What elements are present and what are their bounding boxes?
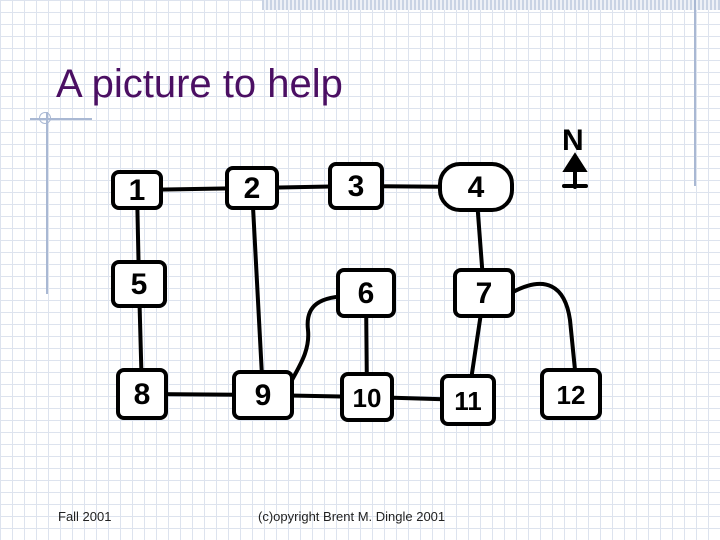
room-label-11: 11 [454,386,482,416]
title-underline-rule [30,118,92,120]
connection-7-12 [511,281,577,372]
room-label-8: 8 [134,378,151,411]
room-box-9 [232,370,294,420]
room-box-11 [440,374,496,426]
room-box-12 [540,368,602,420]
room-node-1: 1 [111,170,163,210]
room-label-2: 2 [244,172,261,205]
room-box-1 [111,170,163,210]
footer-copyright: (c)opyright Brent M. Dingle 2001 [258,509,446,524]
room-node-2: 2 [225,166,279,210]
compass: N [562,124,588,189]
room-box-3 [328,162,384,210]
room-box-4 [438,162,514,212]
room-node-5: 5 [111,260,167,308]
room-node-10: 10 [340,372,394,422]
room-box-8 [116,368,168,420]
room-node-8: 8 [116,368,168,420]
room-label-6: 6 [358,277,375,310]
room-box-7 [453,268,515,318]
room-label-10: 10 [353,383,382,413]
room-box-5 [111,260,167,308]
room-node-6: 6 [336,268,396,318]
room-label-5: 5 [131,268,148,301]
slide-title: A picture to help [56,62,343,106]
left-decor-rule [46,112,48,294]
room-label-12: 12 [557,380,586,410]
room-label-1: 1 [129,174,146,207]
room-node-4: 4 [438,162,514,212]
room-node-12: 12 [540,368,602,420]
room-node-11: 11 [440,374,496,426]
connection-2-9 [250,186,265,397]
room-label-4: 4 [468,171,485,204]
top-decor-band [262,0,720,10]
room-label-9: 9 [255,379,272,412]
room-box-6 [336,268,396,318]
north-arrow-icon [562,152,588,189]
room-box-10 [340,372,394,422]
room-node-3: 3 [328,162,384,210]
room-node-9: 9 [232,370,294,420]
footer-term: Fall 2001 [58,509,112,524]
room-label-7: 7 [476,277,493,310]
compass-label: N [562,124,584,157]
right-decor-rule [694,0,696,186]
room-label-3: 3 [348,170,365,203]
connection-6-9 [290,294,354,382]
room-box-2 [225,166,279,210]
rule-ring-ornament [39,112,51,124]
room-node-7: 7 [453,268,515,318]
